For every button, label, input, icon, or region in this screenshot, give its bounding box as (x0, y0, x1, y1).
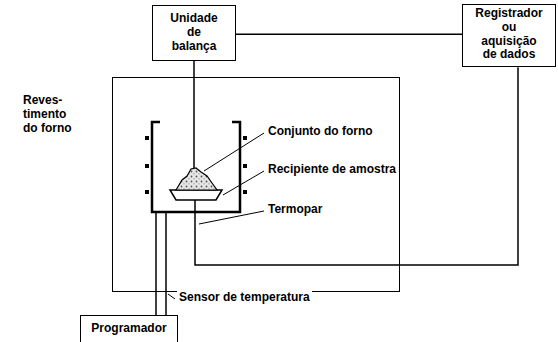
sensor-wire (155, 212, 157, 292)
callout-label: Conjunto do forno (266, 125, 375, 139)
heater-dots (145, 136, 247, 194)
leader-line (199, 211, 264, 224)
connector-wire (400, 67, 518, 265)
box-label: Unidade de balança (166, 12, 222, 53)
leader-line (168, 294, 175, 299)
furnace-housing: Reves-timento do forno (112, 77, 400, 292)
sample (176, 168, 217, 190)
furnace-assembly (152, 122, 240, 212)
callout-label: Sensor de temperatura (177, 291, 312, 305)
sample-pan (170, 190, 222, 200)
balance-unit-box: Unidade de balança (152, 5, 236, 61)
thermocouple-wire (195, 200, 400, 265)
connector-wire (236, 34, 462, 36)
connector-wire (193, 61, 195, 77)
callout-label: Recipiente de amostra (266, 163, 398, 177)
sensor-wire (165, 212, 167, 315)
leader-line (204, 133, 264, 171)
box-label: Registrador ou aquisição de dados (474, 7, 544, 62)
balance-hanger (193, 77, 195, 168)
programmer-box: Programador (80, 315, 178, 342)
box-label: Programador (85, 322, 173, 336)
leader-line (223, 171, 264, 195)
connector-wire (155, 292, 157, 315)
housing-label: Reves-timento do forno (23, 94, 79, 135)
recorder-box: Registrador ou aquisição de dados (462, 4, 556, 67)
callout-label: Termopar (266, 203, 324, 217)
